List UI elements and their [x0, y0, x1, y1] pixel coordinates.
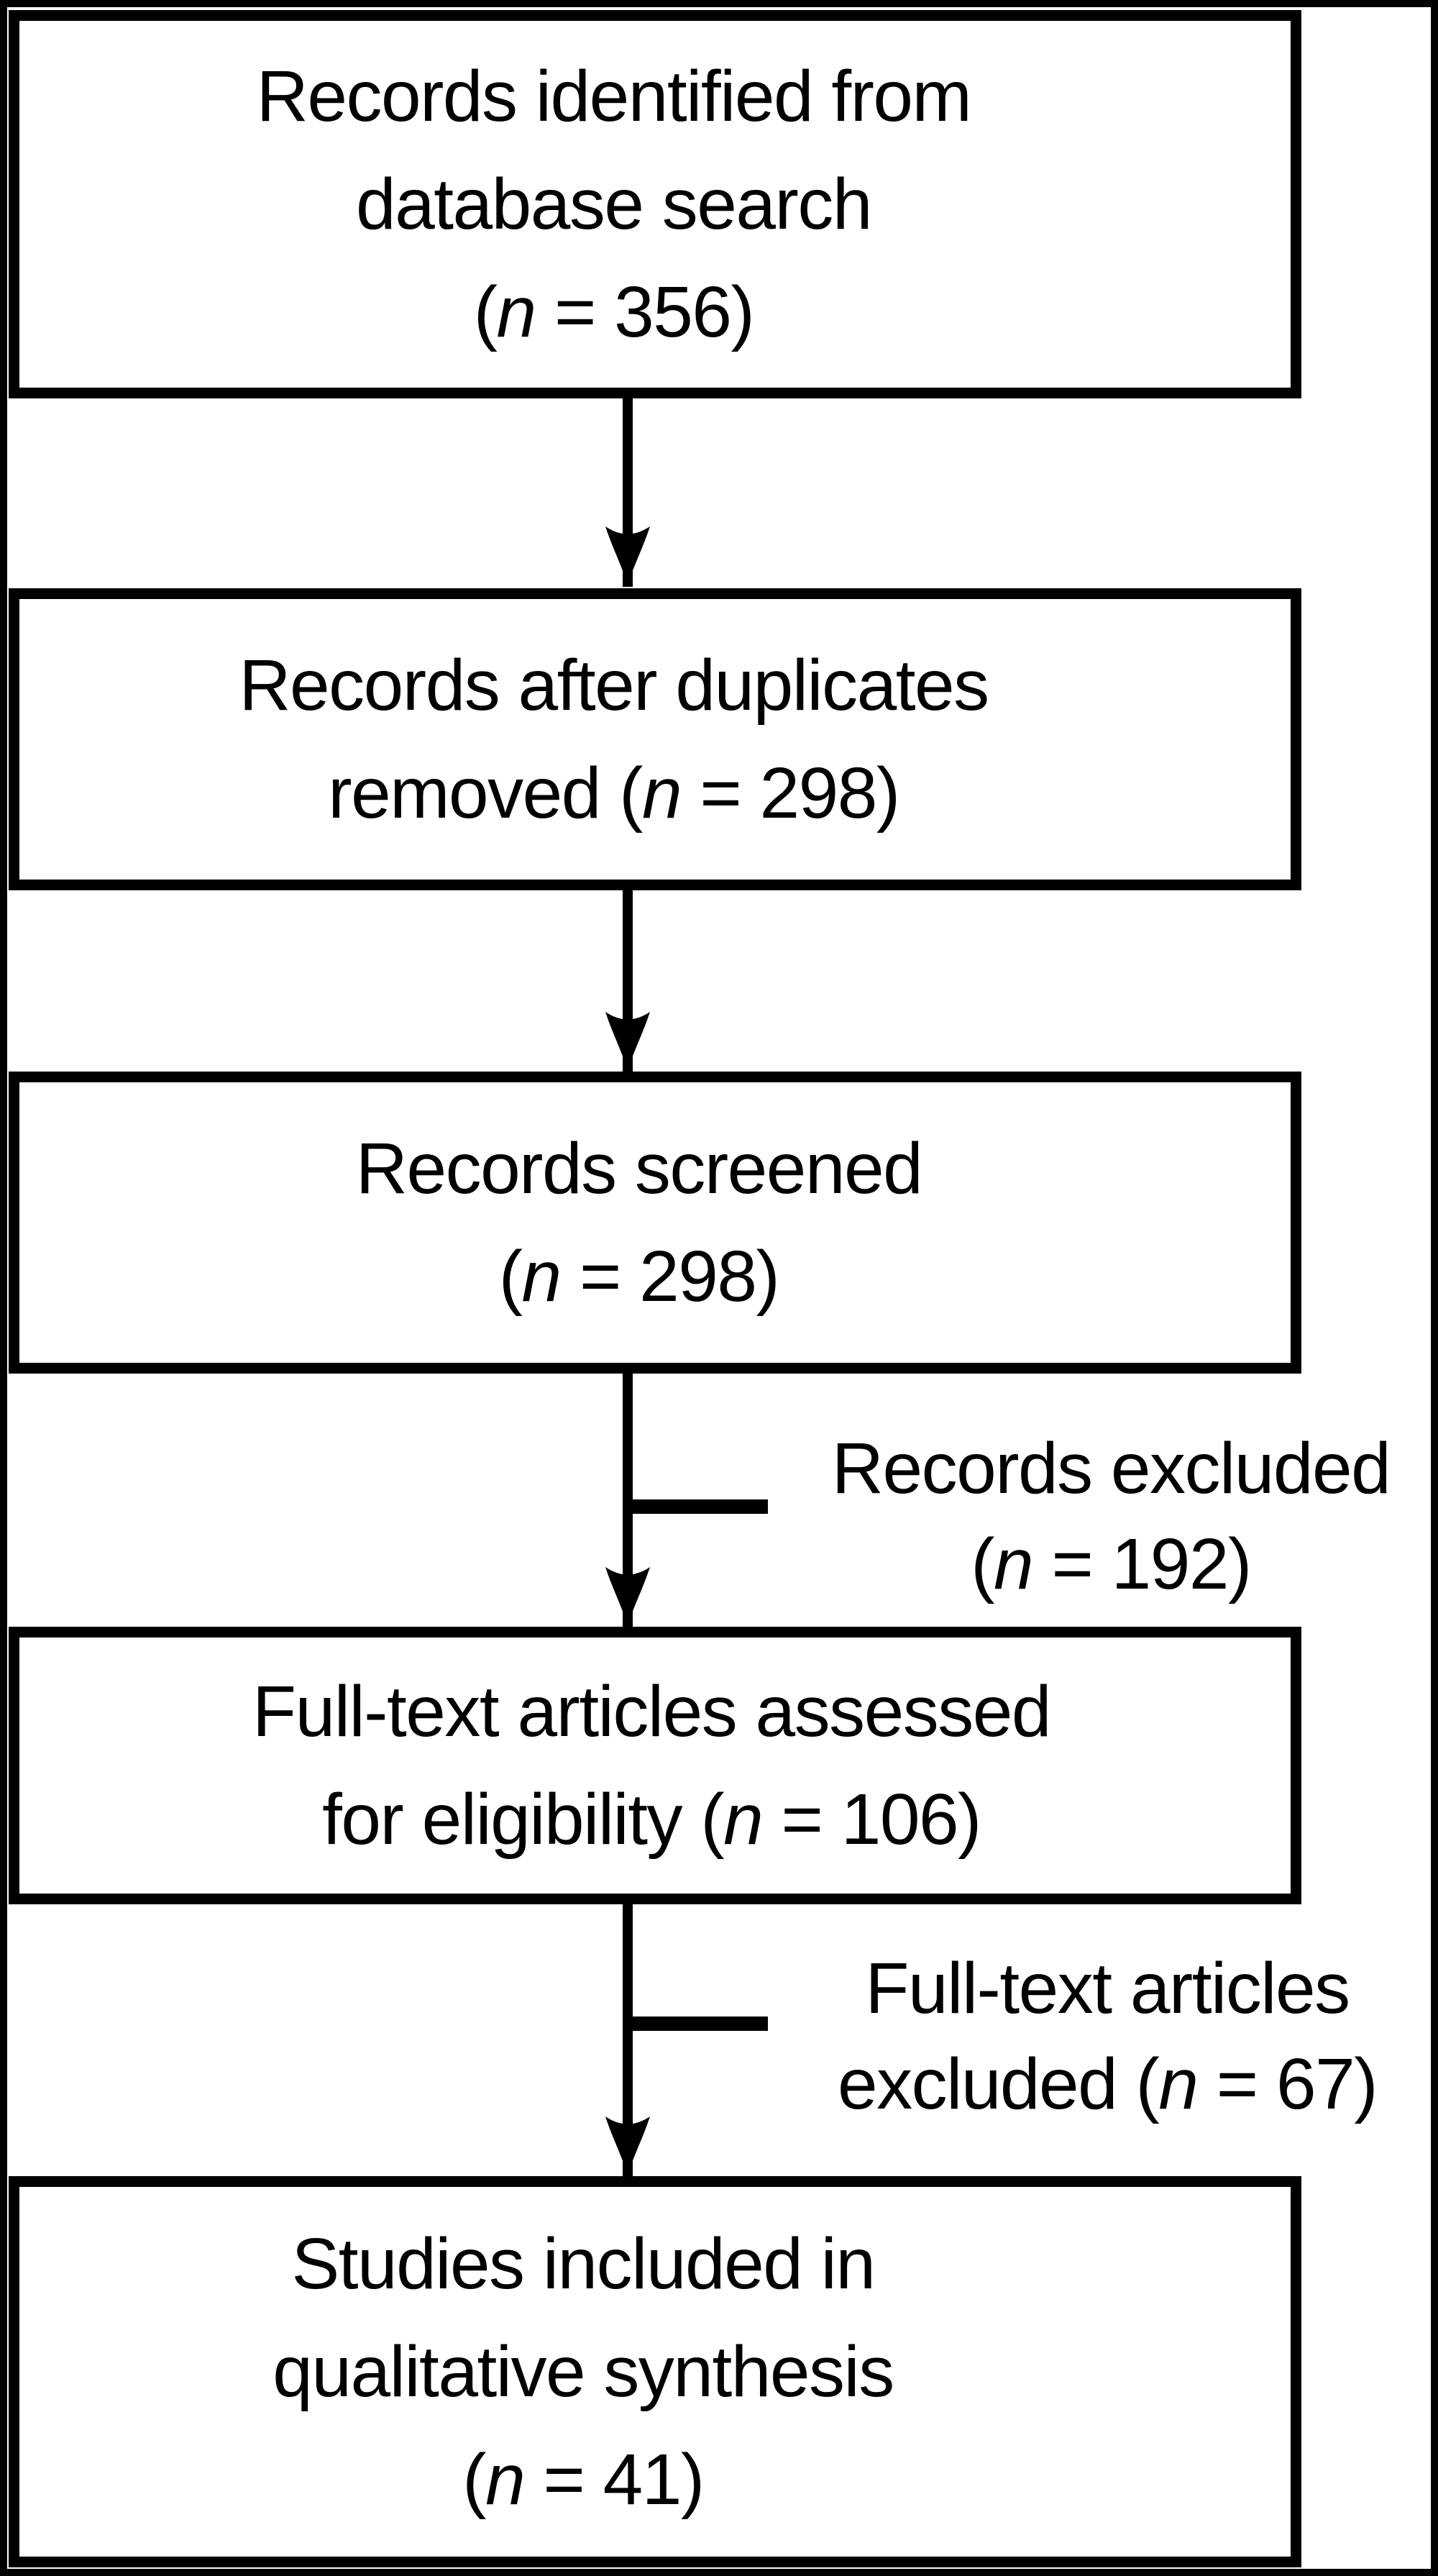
arrow-down-head-icon: [605, 526, 650, 586]
text-line: Records identified from: [256, 56, 972, 137]
text-line: Records after duplicates: [239, 645, 989, 726]
text-line: (n = 298): [498, 1236, 780, 1317]
box-fulltext-assessed: Full-text articles assessed for eligibili…: [9, 1627, 1301, 1904]
box-records-identified: Records identified from database search (n…: [9, 10, 1301, 398]
box-studies-included: Studies included in qualitative synthesis…: [9, 2176, 1301, 2567]
label-records-excluded: Records excluded (n = 192): [784, 1421, 1438, 1612]
branch-line-fulltext-excluded: [628, 2017, 768, 2031]
label-fulltext-excluded: Full-text articles excluded (n = 67): [780, 1941, 1434, 2132]
arrow-down-head-icon: [605, 1012, 650, 1072]
text-line: Records excluded: [831, 1428, 1391, 1509]
connector-fulltext-to-included: [623, 1904, 633, 2177]
text-line: Full-text articles assessed: [252, 1671, 1051, 1752]
text-line: removed (n = 298): [328, 753, 900, 833]
text-line: qualitative synthesis: [273, 2331, 894, 2412]
text-line: Full-text articles: [865, 1948, 1350, 2029]
text-line: excluded (n = 67): [837, 2044, 1378, 2124]
text-line: (n = 192): [971, 1524, 1252, 1604]
text-line: database search: [356, 164, 872, 245]
text-line: for eligibility (n = 106): [322, 1779, 981, 1860]
box-records-screened: Records screened (n = 298): [9, 1072, 1301, 1374]
branch-line-records-excluded: [628, 1499, 768, 1514]
box-duplicates-removed: Records after duplicates removed (n = 298…: [9, 588, 1301, 890]
arrow-down-head-icon: [605, 2116, 650, 2176]
text-line: (n = 356): [473, 272, 755, 352]
text-line: Studies included in: [291, 2224, 876, 2304]
arrow-down-head-icon: [605, 1567, 650, 1627]
text-line: Records screened: [355, 1128, 923, 1209]
text-line: (n = 41): [462, 2439, 705, 2520]
